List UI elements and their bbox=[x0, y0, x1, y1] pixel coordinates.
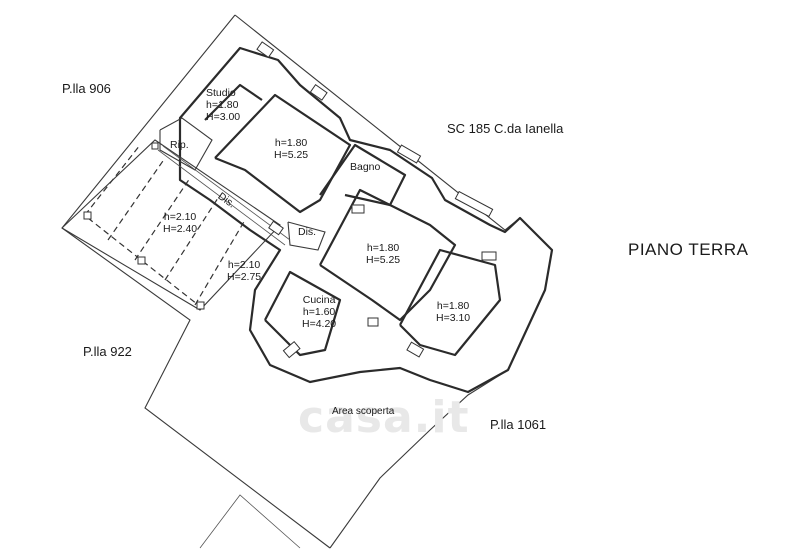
boundary-line bbox=[234, 14, 553, 549]
room-H: H=4.20 bbox=[302, 317, 337, 330]
room-h: h=1.80 bbox=[366, 242, 400, 254]
room-h: h=1.80 bbox=[274, 137, 308, 149]
room-cucina: Cucina h=1.60 H=4.20 bbox=[302, 294, 337, 330]
porch-dash-2 bbox=[107, 157, 166, 241]
room-h: h=1.80 bbox=[436, 300, 470, 312]
porch-dash-1 bbox=[84, 144, 141, 216]
boundary-line-south bbox=[199, 494, 301, 549]
room-H: H=3.00 bbox=[206, 110, 241, 123]
parcel-label-w: P.lla 922 bbox=[83, 344, 132, 359]
window-mark bbox=[406, 341, 425, 358]
room-H: H=5.25 bbox=[274, 148, 309, 161]
room-h: h=2.10 bbox=[163, 211, 197, 223]
partition-rip bbox=[159, 117, 213, 171]
room-dis-lower: Dis. bbox=[298, 226, 317, 238]
porch-beam-2 bbox=[162, 145, 291, 241]
partition-studio bbox=[204, 83, 263, 121]
porch-dash-5 bbox=[194, 219, 246, 306]
room-name: Cucina bbox=[302, 294, 336, 306]
door-mark bbox=[268, 220, 284, 236]
porch-beam bbox=[157, 149, 286, 246]
partition-bagno bbox=[319, 143, 407, 207]
room-a: h=1.80 H=5.25 bbox=[274, 137, 309, 162]
room-bagno: Bagno bbox=[350, 161, 381, 173]
porch-label-1: h=2.10 H=2.40 bbox=[163, 211, 198, 236]
porch-label-2: h=2.10 H=2.75 bbox=[227, 259, 262, 284]
room-name: Studio bbox=[206, 87, 236, 99]
room-H: H=5.25 bbox=[366, 253, 401, 266]
boundary-line-west bbox=[61, 14, 331, 549]
pillar-mark bbox=[137, 256, 146, 265]
room-rip: Rip. bbox=[170, 139, 189, 151]
watermark: casa.it bbox=[298, 392, 470, 443]
parcel-label-se: P.lla 1061 bbox=[490, 417, 547, 432]
pillar-mark bbox=[196, 301, 205, 310]
room-b: h=1.80 H=5.25 bbox=[366, 242, 401, 267]
room-c: h=1.80 H=3.10 bbox=[436, 300, 471, 325]
floor-title: PIANO TERRA bbox=[628, 240, 749, 259]
outdoor-area-label: Area scoperta bbox=[332, 406, 395, 417]
window-mark bbox=[309, 84, 328, 101]
window-mark bbox=[481, 251, 497, 261]
parcel-label-nw: P.lla 906 bbox=[62, 81, 111, 96]
door-mark bbox=[351, 204, 365, 214]
window-mark bbox=[256, 41, 275, 58]
parcel-label-ne: SC 185 C.da Ianella bbox=[447, 121, 564, 136]
porch-dash-3 bbox=[134, 177, 191, 261]
room-h: h=1.80 bbox=[206, 98, 239, 111]
partition-room-a bbox=[214, 93, 352, 214]
porch-outline bbox=[61, 139, 281, 311]
room-H: H=3.10 bbox=[436, 311, 471, 324]
room-h: h=1.60 bbox=[302, 305, 336, 318]
partition-dis bbox=[287, 221, 326, 251]
room-H: H=2.75 bbox=[227, 270, 262, 283]
partition-room-b bbox=[319, 188, 457, 322]
door-mark bbox=[367, 317, 379, 327]
window-mark bbox=[282, 340, 301, 359]
window-mark bbox=[454, 190, 494, 218]
window-mark bbox=[396, 144, 422, 164]
pillar-mark bbox=[151, 142, 159, 150]
room-studio: Studio h=1.80 H=3.00 bbox=[206, 87, 241, 123]
room-h: h=2.10 bbox=[227, 259, 261, 271]
house-outer-wall bbox=[178, 46, 554, 394]
porch-dash-4 bbox=[164, 197, 219, 281]
pillar-mark bbox=[83, 211, 92, 220]
partition-room-c bbox=[399, 248, 502, 357]
room-H: H=2.40 bbox=[163, 222, 198, 235]
